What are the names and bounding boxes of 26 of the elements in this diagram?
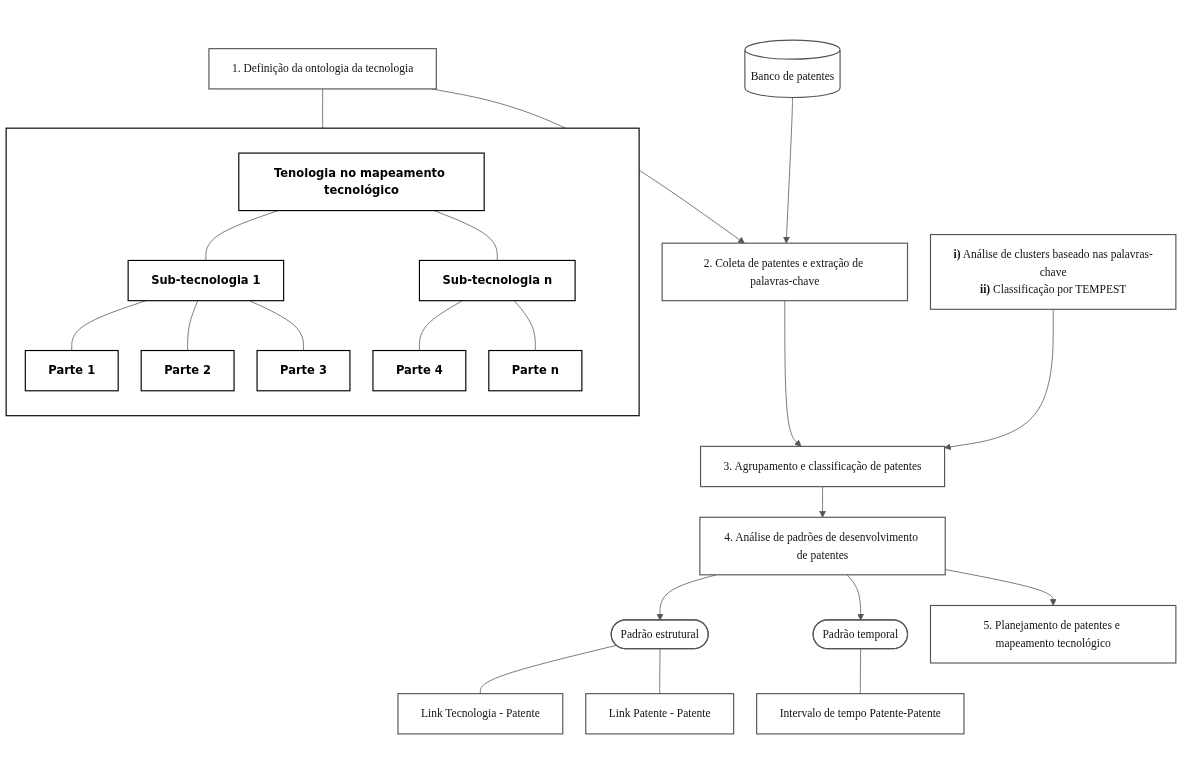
connector [322, 88, 323, 129]
node-box: 1. Definição da ontologia da tecnologia [208, 48, 437, 90]
node-box: Intervalo de tempo Patente-Patente [756, 693, 965, 735]
node-box: Link Tecnologia - Patente [397, 693, 564, 735]
connector [249, 300, 304, 351]
node-box: 3. Agrupamento e classificação de patentes [699, 445, 946, 488]
node-box: Parte 4 [372, 349, 467, 392]
node-box: Link Patente - Patente [585, 693, 735, 735]
connector [187, 300, 199, 351]
connector [659, 648, 661, 695]
connector [419, 300, 463, 351]
node-box: Parte n [488, 349, 583, 392]
node-box: 2. Coleta de patentes e extração de palavras-chave [661, 242, 909, 302]
node-box: Tenologia no mapeamento tecnológico [238, 152, 485, 212]
connector [480, 644, 617, 695]
node-box: Parte 2 [140, 349, 235, 392]
node-box: Sub-tecnologia 1 [127, 259, 285, 302]
node-box: Parte 1 [24, 349, 119, 392]
node-box: 5. Planejamento de patentes e mapeamento tecnológico [929, 604, 1177, 664]
node-box: i) Análise de clusters baseado nas palavras-chave ii) Classificação por TEMPEST [929, 233, 1177, 310]
connector [859, 648, 862, 695]
node-box: Sub-tecnologia n [418, 259, 576, 302]
connector [513, 300, 536, 351]
node-box: 4. Análise de padrões de desenvolvimento de patentes [699, 516, 946, 576]
node-box: Parte 3 [256, 349, 351, 392]
cluster [5, 127, 640, 417]
